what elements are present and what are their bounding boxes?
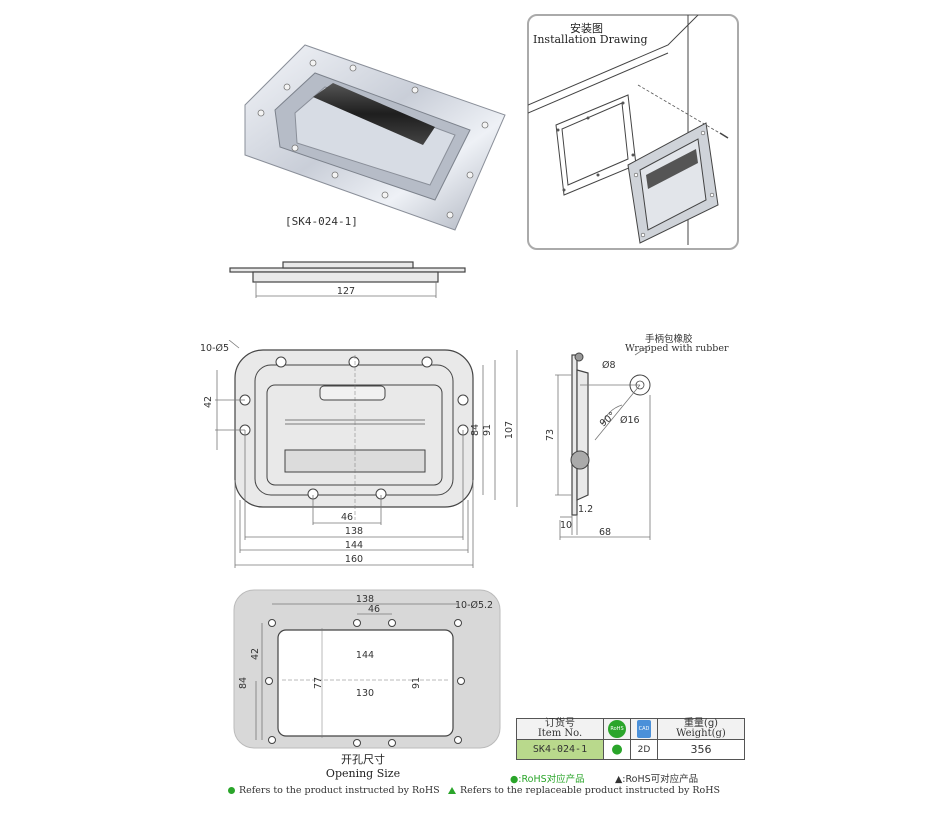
opening-dim-77: 77 (313, 677, 324, 689)
opening-hole-spec: 10-Ø5.2 (455, 600, 493, 611)
opening-dim-130: 130 (356, 688, 374, 699)
front-dim-107: 107 (504, 421, 515, 439)
cell-cad: 2D (630, 739, 658, 760)
opening-title-cn: 开孔尺寸 (341, 752, 385, 766)
profile-dim-73: 73 (545, 429, 556, 441)
side-view: 127 (229, 261, 466, 298)
rohs-icon: RoHS (603, 718, 631, 740)
opening-title-en: Opening Size (326, 767, 400, 780)
green-triangle-icon (448, 787, 456, 794)
spec-table: 订货号 Item No. RoHS CAD 重量(g) Weight(g) SK… (516, 718, 745, 760)
table-header-row: 订货号 Item No. RoHS CAD 重量(g) Weight(g) (516, 718, 745, 740)
opening-dim-42: 42 (250, 648, 261, 660)
cell-rohs: ● (603, 739, 631, 760)
opening-dim-144: 144 (356, 650, 374, 661)
header-item-cn: 订货号 (545, 718, 575, 729)
opening-dim-84: 84 (238, 677, 249, 689)
header-weight-cn: 重量(g) (683, 718, 719, 729)
opening-size-panel: 138 46 10-Ø5.2 144 130 84 42 77 91 开孔尺寸 … (233, 589, 501, 780)
profile-dim-68: 68 (599, 527, 611, 538)
front-dim-91: 91 (482, 424, 493, 436)
profile-dim-8: Ø8 (602, 360, 616, 371)
front-dim-138: 138 (345, 526, 363, 537)
header-weight-en: Weight(g) (676, 728, 726, 739)
profile-dim-1-2: 1.2 (578, 504, 593, 515)
opening-dim-138: 138 (356, 594, 374, 605)
cad-icon: CAD (630, 718, 658, 740)
front-dim-160: 160 (345, 554, 363, 565)
front-dim-84: 84 (470, 424, 481, 436)
profile-dim-10: 10 (560, 520, 572, 531)
opening-dim-46: 46 (368, 604, 380, 615)
header-weight: 重量(g) Weight(g) (657, 718, 745, 740)
profile-view: Ø8 90° Ø16 73 1.2 10 68 (545, 345, 651, 540)
front-dim-144: 144 (345, 540, 363, 551)
installation-title-en: Installation Drawing (533, 33, 648, 46)
front-dim-42: 42 (203, 396, 214, 408)
front-dim-46: 46 (341, 512, 353, 523)
profile-angle: 90° (598, 410, 618, 429)
installation-title-cn: 安装图 (570, 22, 603, 35)
legend-cn-replaceable: ▲:RoHS可对应产品 (615, 774, 699, 785)
rubber-note-cn: 手柄包橡胶 (645, 334, 693, 345)
rubber-note-en: Wrapped with rubber (625, 343, 729, 354)
header-item: 订货号 Item No. (516, 718, 604, 740)
dim-127: 127 (337, 286, 355, 297)
installation-diagram (528, 15, 729, 245)
legend-en-replaceable: Refers to the replaceable product instru… (448, 785, 720, 796)
profile-dim-16: Ø16 (620, 415, 640, 426)
front-view: 10-Ø5 42 84 91 107 46 138 144 160 (200, 340, 518, 568)
header-item-en: Item No. (537, 728, 583, 739)
opening-dim-91: 91 (411, 677, 422, 689)
cell-weight: 356 (657, 739, 745, 760)
legend-en-rohs: Refers to the product instructed by RoHS (228, 785, 440, 796)
table-row: SK4-024-1 ● 2D 356 (516, 739, 745, 760)
front-hole-spec: 10-Ø5 (200, 343, 229, 354)
product-label: [SK4-024-1] (285, 215, 358, 228)
cell-item: SK4-024-1 (516, 739, 604, 760)
green-dot-icon (228, 787, 235, 794)
legend-cn-rohs: ●:RoHS对应产品 (510, 774, 585, 785)
product-photo (244, 44, 506, 231)
